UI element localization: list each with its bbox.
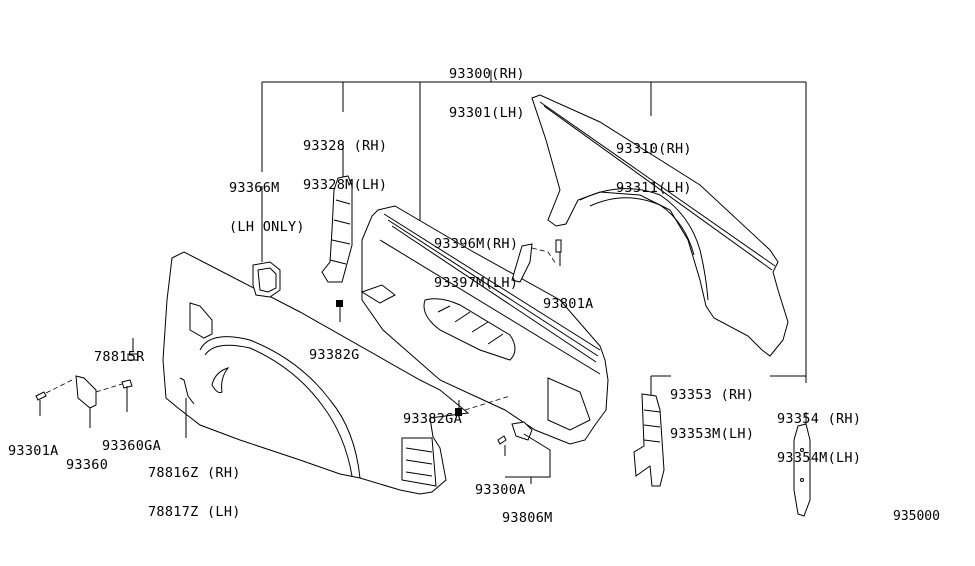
callout-93328[interactable]: 93328 (RH) 93328M(LH): [303, 114, 387, 218]
inner-panel-part: [321, 175, 353, 283]
callout-93396m[interactable]: 93396M(RH) 93397M(LH): [434, 212, 518, 316]
callout-line: 93366M: [229, 180, 280, 196]
callout-line: 93310(RH): [616, 141, 692, 157]
callout-line: 93300A: [475, 482, 526, 498]
callout-line: 93396M(RH): [434, 236, 519, 252]
fuel-pocket-part: [252, 261, 281, 298]
callout-line: 93354 (RH): [777, 411, 862, 427]
callout-line: 93382GA: [403, 411, 462, 427]
callout-93300a[interactable]: 93300A: [475, 458, 526, 523]
callout-93353[interactable]: 93353 (RH) 93353M(LH): [670, 363, 754, 467]
screw-93801a-part: [555, 239, 562, 266]
callout-93801a[interactable]: 93801A: [543, 272, 594, 337]
callout-line: 78815R: [94, 349, 145, 365]
rear-fender-inner-part: [531, 94, 789, 357]
callout-78815r[interactable]: 78815R: [94, 325, 145, 390]
callout-line: 93806M: [502, 510, 553, 526]
outer-fender-panel: [162, 251, 470, 495]
callout-line: 78817Z (LH): [148, 504, 241, 520]
callout-line: 93354M(LH): [777, 450, 862, 466]
callout-93806m[interactable]: 93806M: [502, 486, 553, 551]
callout-line: (LH ONLY): [229, 219, 305, 235]
callout-93354[interactable]: 93354 (RH) 93354M(LH): [777, 387, 861, 491]
main-leader-lines: [261, 70, 807, 426]
callout-93310[interactable]: 93310(RH) 93311(LH): [616, 117, 692, 221]
callout-line: 93300(RH): [449, 66, 525, 82]
callout-line: 93801A: [543, 296, 594, 312]
callout-78816z[interactable]: 78816Z (RH) 78817Z (LH): [148, 441, 241, 545]
callout-93382ga[interactable]: 93382GA: [403, 387, 462, 452]
pillar-part: [793, 423, 811, 517]
bracket-part: [511, 243, 557, 283]
bed-inner-panel: [360, 205, 609, 445]
callout-line: 93328M(LH): [303, 177, 388, 193]
callout-line: 93311(LH): [616, 180, 692, 196]
hardware-parts: [35, 300, 551, 484]
drawing-code: 935000: [893, 509, 940, 524]
callout-line: 93301A: [8, 443, 59, 459]
callout-93301a[interactable]: 93301A: [8, 419, 59, 484]
callout-line: 93353 (RH): [670, 387, 755, 403]
callout-line: 93360: [66, 457, 109, 473]
callout-93382g[interactable]: 93382G: [309, 323, 360, 388]
callout-93366m[interactable]: 93366M (LH ONLY): [229, 156, 305, 260]
callout-line: 93353M(LH): [670, 426, 755, 442]
callout-line: 93397M(LH): [434, 275, 519, 291]
callout-line: 93301(LH): [449, 105, 525, 121]
callout-line: 93328 (RH): [303, 138, 388, 154]
callout-93300[interactable]: 93300(RH) 93301(LH): [449, 42, 525, 146]
callout-93360[interactable]: 93360: [66, 433, 108, 498]
callout-93360ga[interactable]: 93360GA: [102, 414, 161, 479]
reinforcement-part: [633, 393, 665, 487]
callout-line: 93360GA: [102, 438, 161, 454]
callout-line: 93382G: [309, 347, 360, 363]
callout-line: 78816Z (RH): [148, 465, 241, 481]
